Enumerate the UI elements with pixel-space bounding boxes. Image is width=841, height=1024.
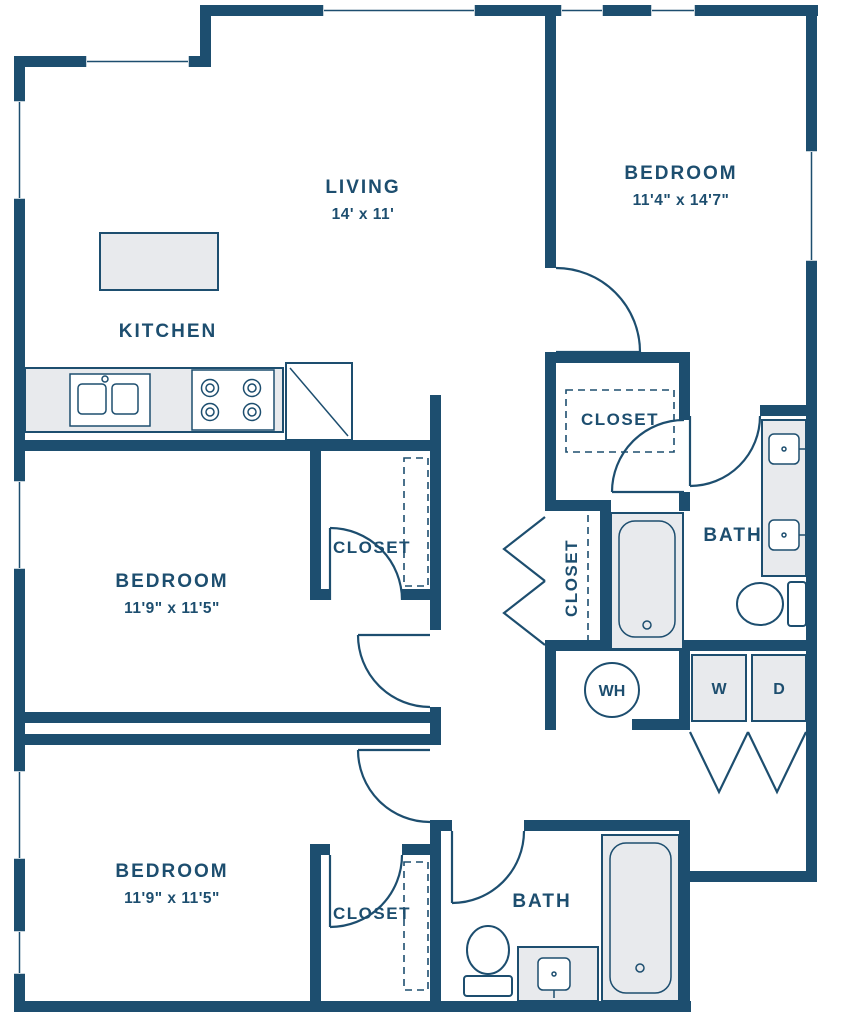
label-bath1: BATH <box>703 525 762 546</box>
window-left-2 <box>14 478 25 572</box>
shelf-closet3 <box>403 457 429 587</box>
door-bedroom3 <box>356 748 431 824</box>
toilet-icon-bath2 <box>463 925 513 997</box>
utility-fixtures <box>584 654 807 722</box>
door-closet1 <box>610 418 685 494</box>
window-right-1 <box>806 148 817 264</box>
bifold-door-laundry <box>689 731 807 795</box>
wall-closet4-north-a <box>321 844 330 855</box>
door-closet3 <box>328 526 404 601</box>
bifold-door-closet2 <box>502 516 546 646</box>
wall-closet3-south-b <box>402 589 441 600</box>
wall-closet4-north-b <box>402 844 441 855</box>
bath2-fixtures <box>463 834 680 1002</box>
label-living-dims: 14' x 11' <box>332 206 395 223</box>
wall-top-step-vertical <box>200 5 211 67</box>
double-vanity-icon <box>761 419 807 577</box>
wall-bedroom2-top <box>14 440 441 451</box>
dryer-box <box>751 654 807 722</box>
labels: LIVING 14' x 11' BEDROOM 11'4" x 14'7" K… <box>115 163 784 923</box>
door-bedroom1 <box>555 266 642 354</box>
vanity-icon-bath2 <box>517 946 599 1002</box>
wall-entry-bottom <box>690 871 817 882</box>
wall-hall-west-mid <box>430 707 441 745</box>
label-bedroom1: BEDROOM <box>624 163 737 184</box>
label-bedroom1-dims: 11'4" x 14'7" <box>633 192 730 209</box>
label-water-heater: WH <box>599 683 626 700</box>
wall-wh-bottom <box>632 719 690 730</box>
window-step <box>83 56 192 67</box>
door-bedroom2 <box>356 633 431 709</box>
label-kitchen: KITCHEN <box>119 321 217 342</box>
label-dryer: D <box>773 681 785 698</box>
wall-closet3-south-a <box>310 589 330 600</box>
wall-top <box>200 5 818 16</box>
bathtub-icon-bath1 <box>610 512 684 650</box>
shelf-closet4 <box>403 861 429 991</box>
label-washer: W <box>711 681 727 698</box>
wall-closet2-east <box>600 511 611 651</box>
wall-closet1-east-upper <box>679 363 690 420</box>
wall-bath2-north-b <box>524 820 690 831</box>
door-closet4 <box>328 854 404 929</box>
kitchen-sink-icon <box>69 373 151 427</box>
label-living: LIVING <box>325 177 400 198</box>
label-bedroom2: BEDROOM <box>115 571 228 592</box>
wall-bedroom2-bottom <box>14 712 441 723</box>
wall-closet1-west <box>545 352 556 511</box>
toilet-icon-bath1 <box>736 581 807 627</box>
label-bedroom2-dims: 11'9" x 11'5" <box>124 600 220 617</box>
window-left-1 <box>14 98 25 202</box>
label-bath2: BATH <box>512 891 571 912</box>
kitchen-fixtures <box>24 232 353 441</box>
label-closet1: CLOSET <box>581 410 659 429</box>
refrigerator-icon <box>285 362 353 441</box>
label-closet3: CLOSET <box>333 538 411 557</box>
wall-living-bedroom1 <box>545 5 556 268</box>
wall-closet1-east-lower <box>679 492 690 511</box>
wall-hall-west-upper <box>430 395 441 630</box>
door-bath1 <box>688 415 762 488</box>
stove-icon <box>191 369 275 431</box>
kitchen-island <box>99 232 219 291</box>
washer-box <box>691 654 747 722</box>
window-top-2 <box>558 5 606 16</box>
closet-shelves <box>403 389 675 991</box>
window-top-3 <box>648 5 698 16</box>
wall-bedroom1-bath1 <box>760 405 817 416</box>
label-closet4: CLOSET <box>333 904 411 923</box>
window-top-1 <box>320 5 478 16</box>
wall-closet3-west <box>310 440 321 600</box>
label-bedroom3-dims: 11'9" x 11'5" <box>124 890 220 907</box>
wall-bath2-north-a <box>430 820 452 831</box>
wall-wh-east <box>679 651 690 730</box>
wall-closet4-west <box>310 844 321 1012</box>
shelf-closet1 <box>565 389 675 453</box>
window-left-3 <box>14 768 25 862</box>
wall-closet1-top <box>545 352 690 363</box>
door-bath2 <box>450 830 526 905</box>
bathtub-icon-bath2 <box>601 834 680 1002</box>
label-closet2: CLOSET <box>562 539 581 617</box>
doors <box>328 266 807 929</box>
window-left-4 <box>14 928 25 977</box>
wall-bedroom3-top <box>14 734 441 745</box>
wall-closet2-top <box>545 500 611 511</box>
windows <box>14 5 817 977</box>
wall-wh-west <box>545 651 556 730</box>
bath1-fixtures <box>610 419 807 650</box>
wall-bottom <box>14 1001 691 1012</box>
wall-right <box>806 5 817 882</box>
wall-hall-west-lower <box>430 820 441 1012</box>
wall-bath2-east <box>679 820 690 1012</box>
water-heater-circle <box>584 662 640 718</box>
label-bedroom3: BEDROOM <box>115 861 228 882</box>
